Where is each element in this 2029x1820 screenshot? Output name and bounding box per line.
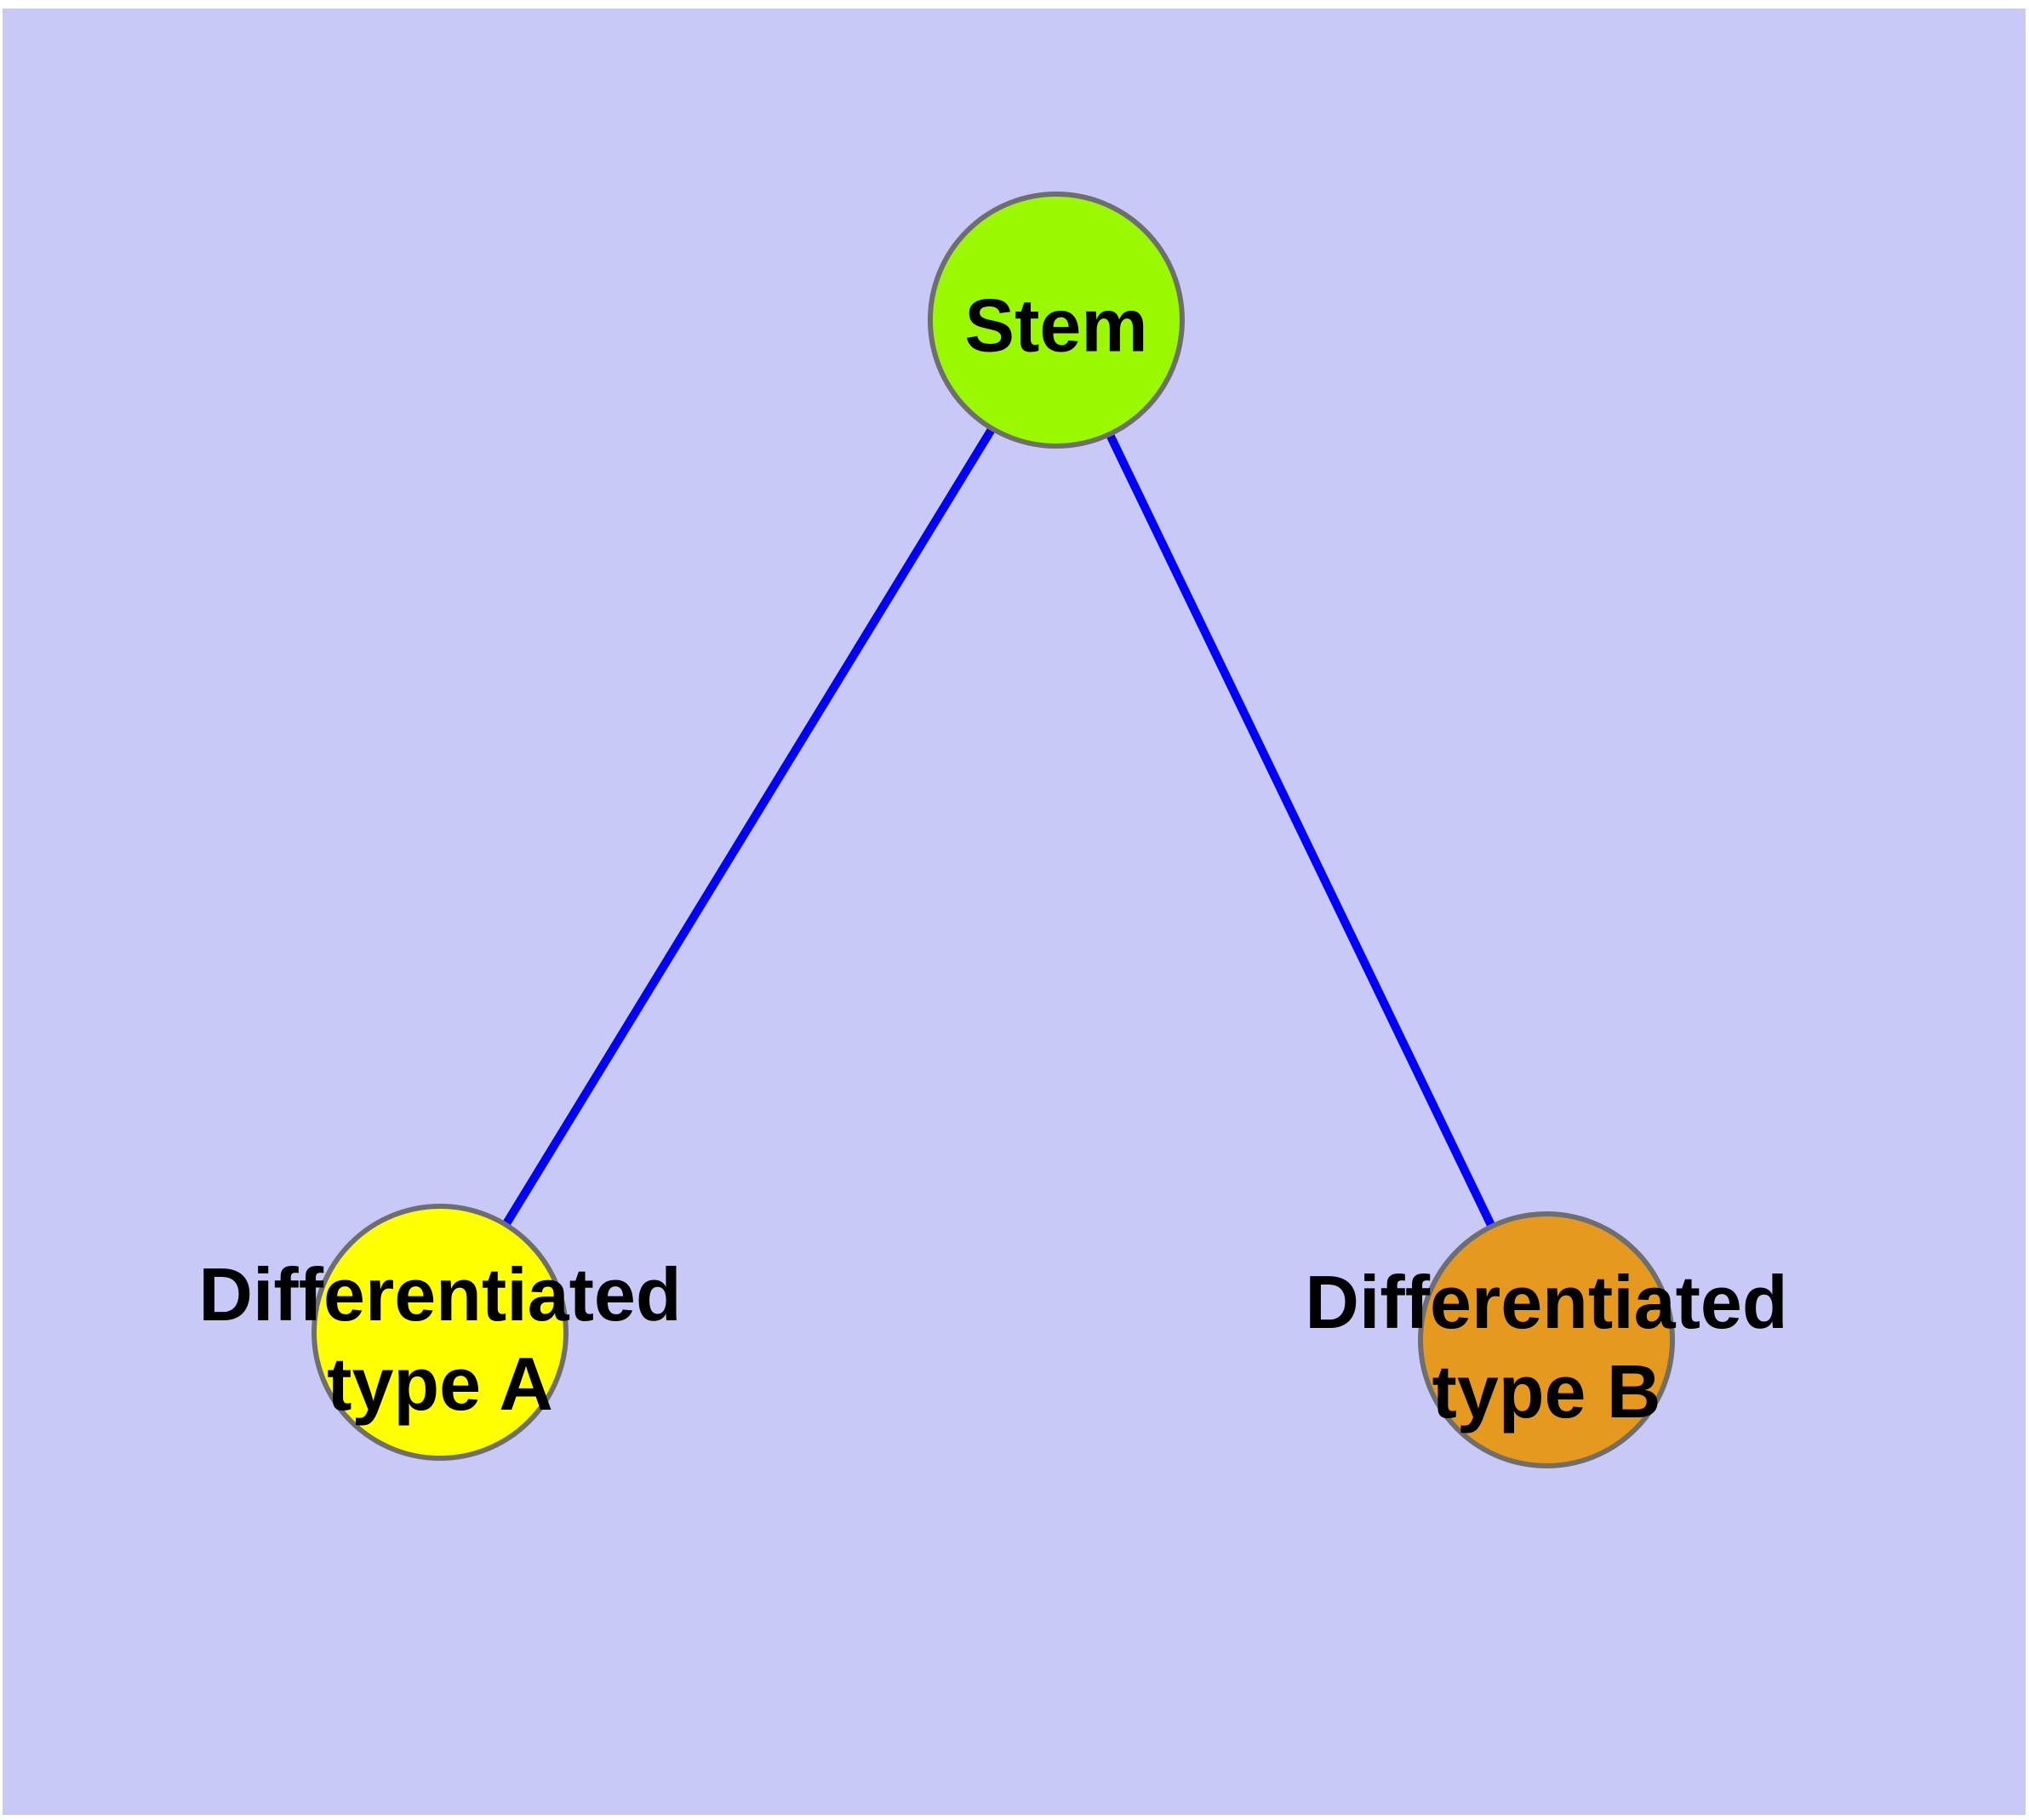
node-type-a-circle	[311, 1204, 569, 1461]
node-stem-circle	[928, 192, 1185, 449]
node-type-b-label-line-1: Differentiated	[1305, 1260, 1788, 1344]
node-type-b-label: Differentiated type B	[1305, 1257, 1787, 1436]
edge-stem-to-type-a	[436, 321, 1060, 1335]
graph-svg	[311, 192, 1675, 1468]
node-type-a-label-line-2: type A	[327, 1342, 553, 1426]
node-stem-label-line: Stem	[964, 283, 1148, 368]
node-type-a-label: Differentiated type A	[198, 1250, 681, 1428]
node-type-a-label-line-1: Differentiated	[198, 1252, 682, 1336]
node-stem-label: Stem	[964, 281, 1147, 370]
diagram-canvas: Stem Differentiated type A Differentiate…	[3, 9, 2026, 1815]
node-type-b-circle	[1418, 1211, 1675, 1468]
node-type-b-label-line-2: type B	[1432, 1349, 1661, 1434]
edge-stem-to-type-b	[1052, 321, 1551, 1342]
